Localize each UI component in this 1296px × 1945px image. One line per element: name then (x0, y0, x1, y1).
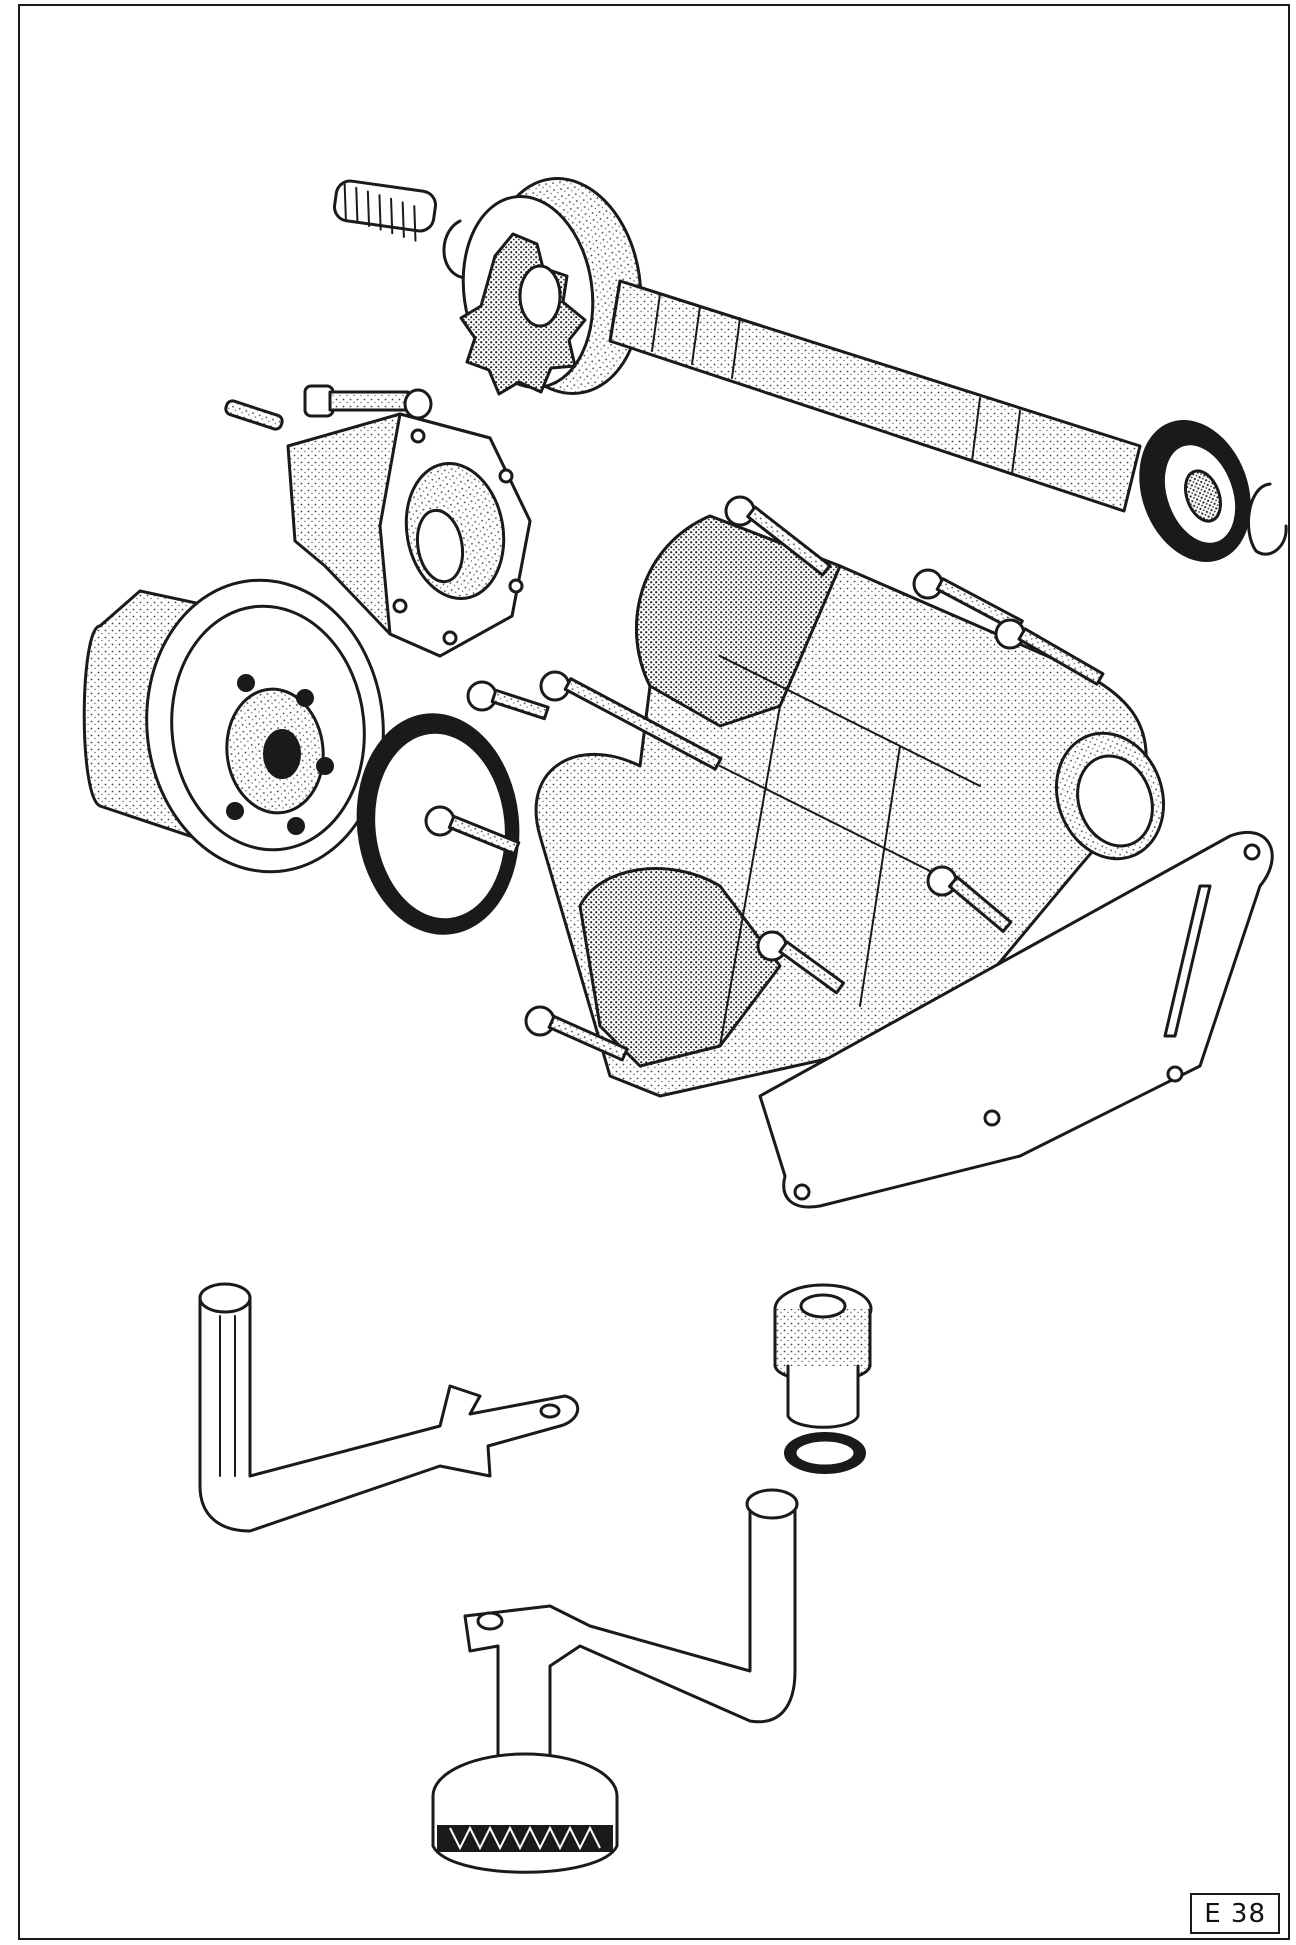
bolt-icon (466, 680, 550, 721)
exploded-view-drawing (82, 177, 1288, 1874)
bolt-icon (912, 568, 1024, 634)
bolt-icon (756, 930, 846, 995)
illustration-frame: E 38 (18, 4, 1290, 1940)
bolt-icon (303, 384, 433, 420)
bolt-icon (524, 1005, 629, 1062)
bolt-icon (994, 618, 1105, 686)
drain-plug-icon (773, 1283, 873, 1429)
pump-rotor-icon (459, 177, 643, 396)
bolt-icon (724, 495, 832, 577)
drive-shaft-icon (608, 279, 1142, 513)
bolt-icon (424, 805, 521, 856)
filter-head-icon (286, 412, 532, 658)
oil-pickup-icon (431, 1488, 799, 1874)
bolt-icon (539, 670, 723, 771)
figure-label: E 38 (1190, 1893, 1280, 1934)
bolt-icon (926, 865, 1013, 933)
shaft-seal-icon (1139, 420, 1288, 562)
gasket-icon (758, 830, 1274, 1209)
pin-icon (224, 399, 284, 431)
housing-bolts (424, 495, 1105, 1062)
oil-filter-icon (82, 578, 385, 874)
plug-washer-icon (784, 1432, 866, 1474)
spring-icon (333, 179, 437, 242)
pump-housing-icon (534, 514, 1166, 1098)
breather-pipe-icon (198, 1282, 579, 1533)
